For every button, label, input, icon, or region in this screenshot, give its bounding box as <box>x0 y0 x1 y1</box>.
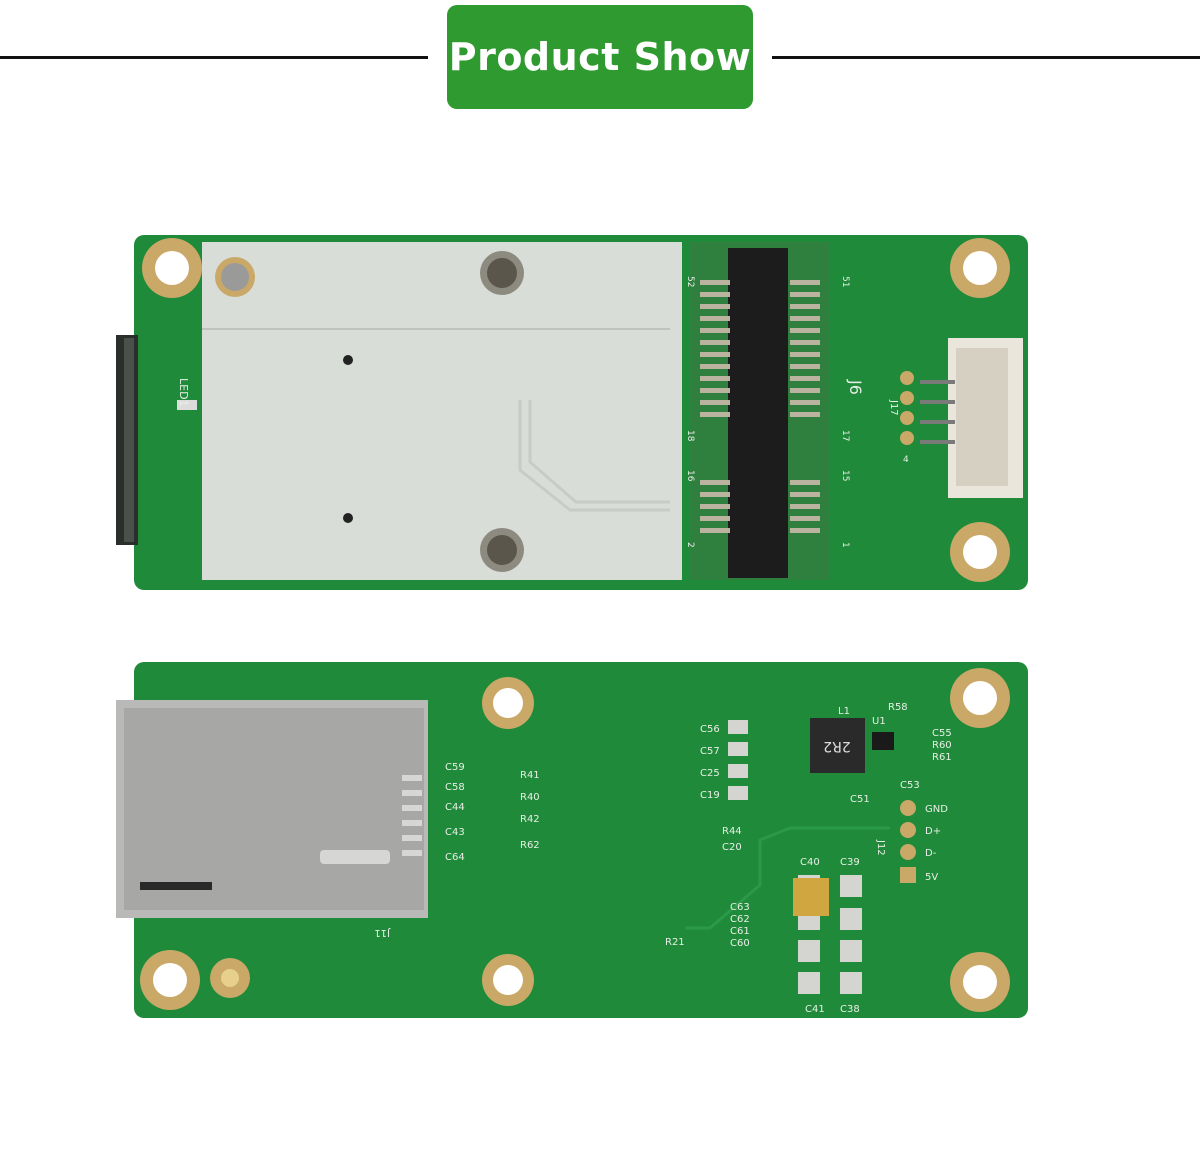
header-rule-right <box>772 56 1200 59</box>
r21-label: R21 <box>665 937 685 948</box>
header-rule-left <box>0 56 428 59</box>
led1-label: LED1 <box>177 378 190 407</box>
r40-label: R40 <box>520 792 540 803</box>
5v-label: 5V <box>925 872 938 883</box>
r58-label: R58 <box>888 702 908 713</box>
j12-label: J12 <box>875 839 886 856</box>
page-title: Product Show <box>448 35 752 79</box>
gnd-label: GND <box>925 804 948 815</box>
bottom-board-image: 2R2 J11 J12 GND D+ D- 5V C56 C57 C25 C19… <box>110 660 1030 1030</box>
pin-18-label: 18 <box>685 430 695 442</box>
c39-label: C39 <box>840 857 860 868</box>
inductor-marking: 2R2 <box>823 738 851 754</box>
pin-1-label: 1 <box>840 542 850 548</box>
pin-4-label: 4 <box>903 455 909 465</box>
top-board-image: LED1 J6 J17 52 51 18 17 16 15 2 1 4 <box>110 230 1030 600</box>
c25-label: C25 <box>700 768 720 779</box>
u1-label: U1 <box>872 716 886 727</box>
c63-label: C63 <box>730 902 750 913</box>
pin-16-label: 16 <box>685 470 695 482</box>
c60-label: C60 <box>730 938 750 949</box>
l1-label: L1 <box>838 706 850 717</box>
r62-label: R62 <box>520 840 540 851</box>
pin-2-label: 2 <box>685 542 695 548</box>
c41-label: C41 <box>805 1004 825 1015</box>
r41-label: R41 <box>520 770 540 781</box>
r42-label: R42 <box>520 814 540 825</box>
c58-label: C58 <box>445 782 465 793</box>
c64-label: C64 <box>445 852 465 863</box>
r60-label: R60 <box>932 740 952 751</box>
pin-52-label: 52 <box>685 276 695 287</box>
c56-label: C56 <box>700 724 720 735</box>
title-badge: Product Show <box>447 5 753 109</box>
c51-label: C51 <box>850 794 870 805</box>
d-plus-label: D+ <box>925 826 941 837</box>
c38-label: C38 <box>840 1004 860 1015</box>
j6-label: J6 <box>846 379 865 395</box>
pin-51-label: 51 <box>840 276 850 287</box>
pin-15-label: 15 <box>840 470 850 481</box>
c61-label: C61 <box>730 926 750 937</box>
c43-label: C43 <box>445 827 465 838</box>
j11-label: J11 <box>374 927 391 938</box>
c59-label: C59 <box>445 762 465 773</box>
pin-17-label: 17 <box>840 430 850 441</box>
c20-label: C20 <box>722 842 742 853</box>
c40-label: C40 <box>800 857 820 868</box>
c44-label: C44 <box>445 802 465 813</box>
c53-label: C53 <box>900 780 920 791</box>
r44-label: R44 <box>722 826 742 837</box>
c19-label: C19 <box>700 790 720 801</box>
c57-label: C57 <box>700 746 720 757</box>
c55-label: C55 <box>932 728 952 739</box>
d-minus-label: D- <box>925 848 937 859</box>
j17-label: J17 <box>888 399 899 416</box>
r61-label: R61 <box>932 752 952 763</box>
c62-label: C62 <box>730 914 750 925</box>
